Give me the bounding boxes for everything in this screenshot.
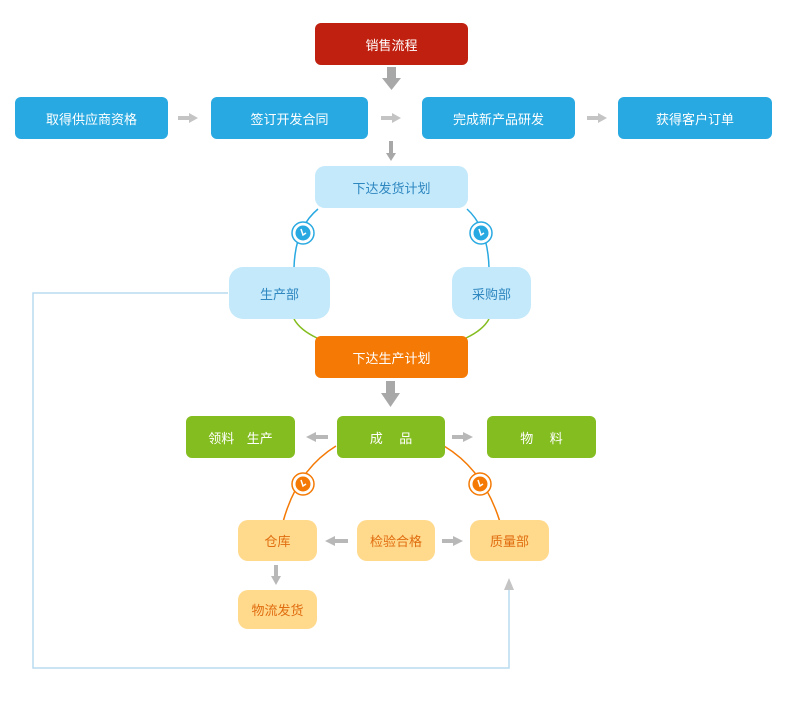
clock-icon	[469, 221, 493, 245]
clock-icon	[291, 472, 315, 496]
right-arrow-icon	[587, 113, 607, 123]
right-arrow-icon	[381, 113, 401, 123]
node-get-supplier-qualification: 取得供应商资格	[15, 97, 168, 139]
right-arrow-icon	[178, 113, 198, 123]
node-customer-order: 获得客户订单	[618, 97, 772, 139]
node-quality-dept: 质量部	[470, 520, 549, 561]
down-arrow-icon	[271, 565, 281, 585]
node-material-requisition: 领料 生产	[186, 416, 295, 458]
clock-icon	[468, 472, 492, 496]
down-arrow-icon	[382, 67, 401, 90]
arc-purchase-to-plan	[465, 318, 490, 339]
node-materials: 物 料	[487, 416, 596, 458]
feedback-loop-arrowhead	[504, 578, 514, 590]
down-arrow-icon	[386, 141, 396, 161]
node-finished-goods: 成 品	[337, 416, 445, 458]
node-sales-process: 销售流程	[315, 23, 468, 65]
node-sign-contract: 签订开发合同	[211, 97, 368, 139]
left-arrow-icon	[306, 432, 328, 442]
right-arrow-icon	[452, 432, 473, 442]
arc-production-to-plan	[293, 318, 318, 339]
node-shipping-plan: 下达发货计划	[315, 166, 468, 208]
right-arrow-icon	[442, 536, 463, 546]
node-logistics: 物流发货	[238, 590, 317, 629]
feedback-loop-line	[32, 292, 510, 669]
left-arrow-icon	[325, 536, 348, 546]
node-warehouse: 仓库	[238, 520, 317, 561]
node-production-dept: 生产部	[229, 267, 330, 319]
down-arrow-icon	[381, 381, 400, 407]
node-new-product: 完成新产品研发	[422, 97, 575, 139]
node-inspection: 检验合格	[357, 520, 435, 561]
node-purchase-dept: 采购部	[452, 267, 531, 319]
node-production-plan: 下达生产计划	[315, 336, 468, 378]
clock-icon	[291, 221, 315, 245]
